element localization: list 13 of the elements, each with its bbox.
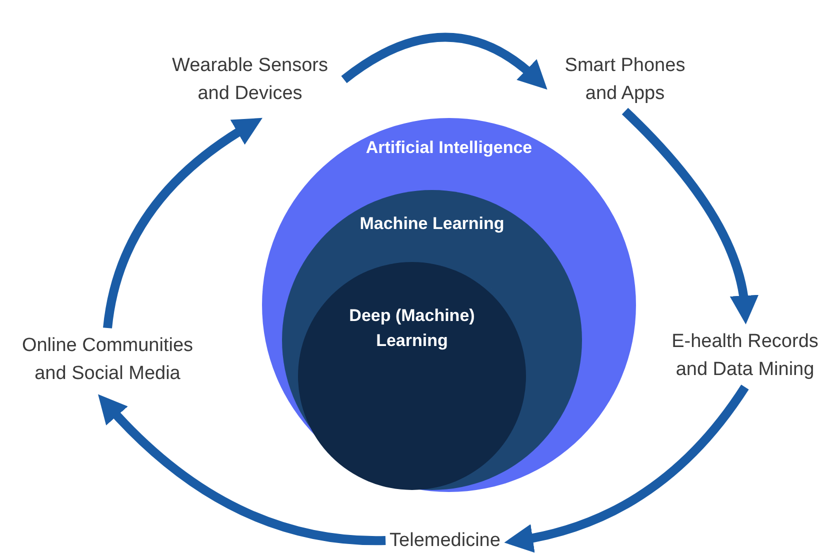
curved-arrow (103, 118, 262, 329)
circle-label: Deep (Machine) Learning (348, 305, 476, 352)
circle-label: Machine Learning (358, 213, 506, 235)
curved-arrow (341, 32, 548, 90)
node-label: Wearable Sensors and Devices (160, 52, 340, 108)
curved-arrow (98, 394, 386, 545)
node-label: Online Communities and Social Media (5, 332, 210, 388)
circle-label: Artificial Intelligence (364, 137, 534, 159)
curved-arrow (504, 384, 749, 552)
curved-arrow (622, 108, 758, 324)
node-label: Telemedicine (375, 527, 515, 553)
node-label: E-health Records and Data Mining (660, 328, 829, 384)
node-label: Smart Phones and Apps (555, 52, 695, 108)
